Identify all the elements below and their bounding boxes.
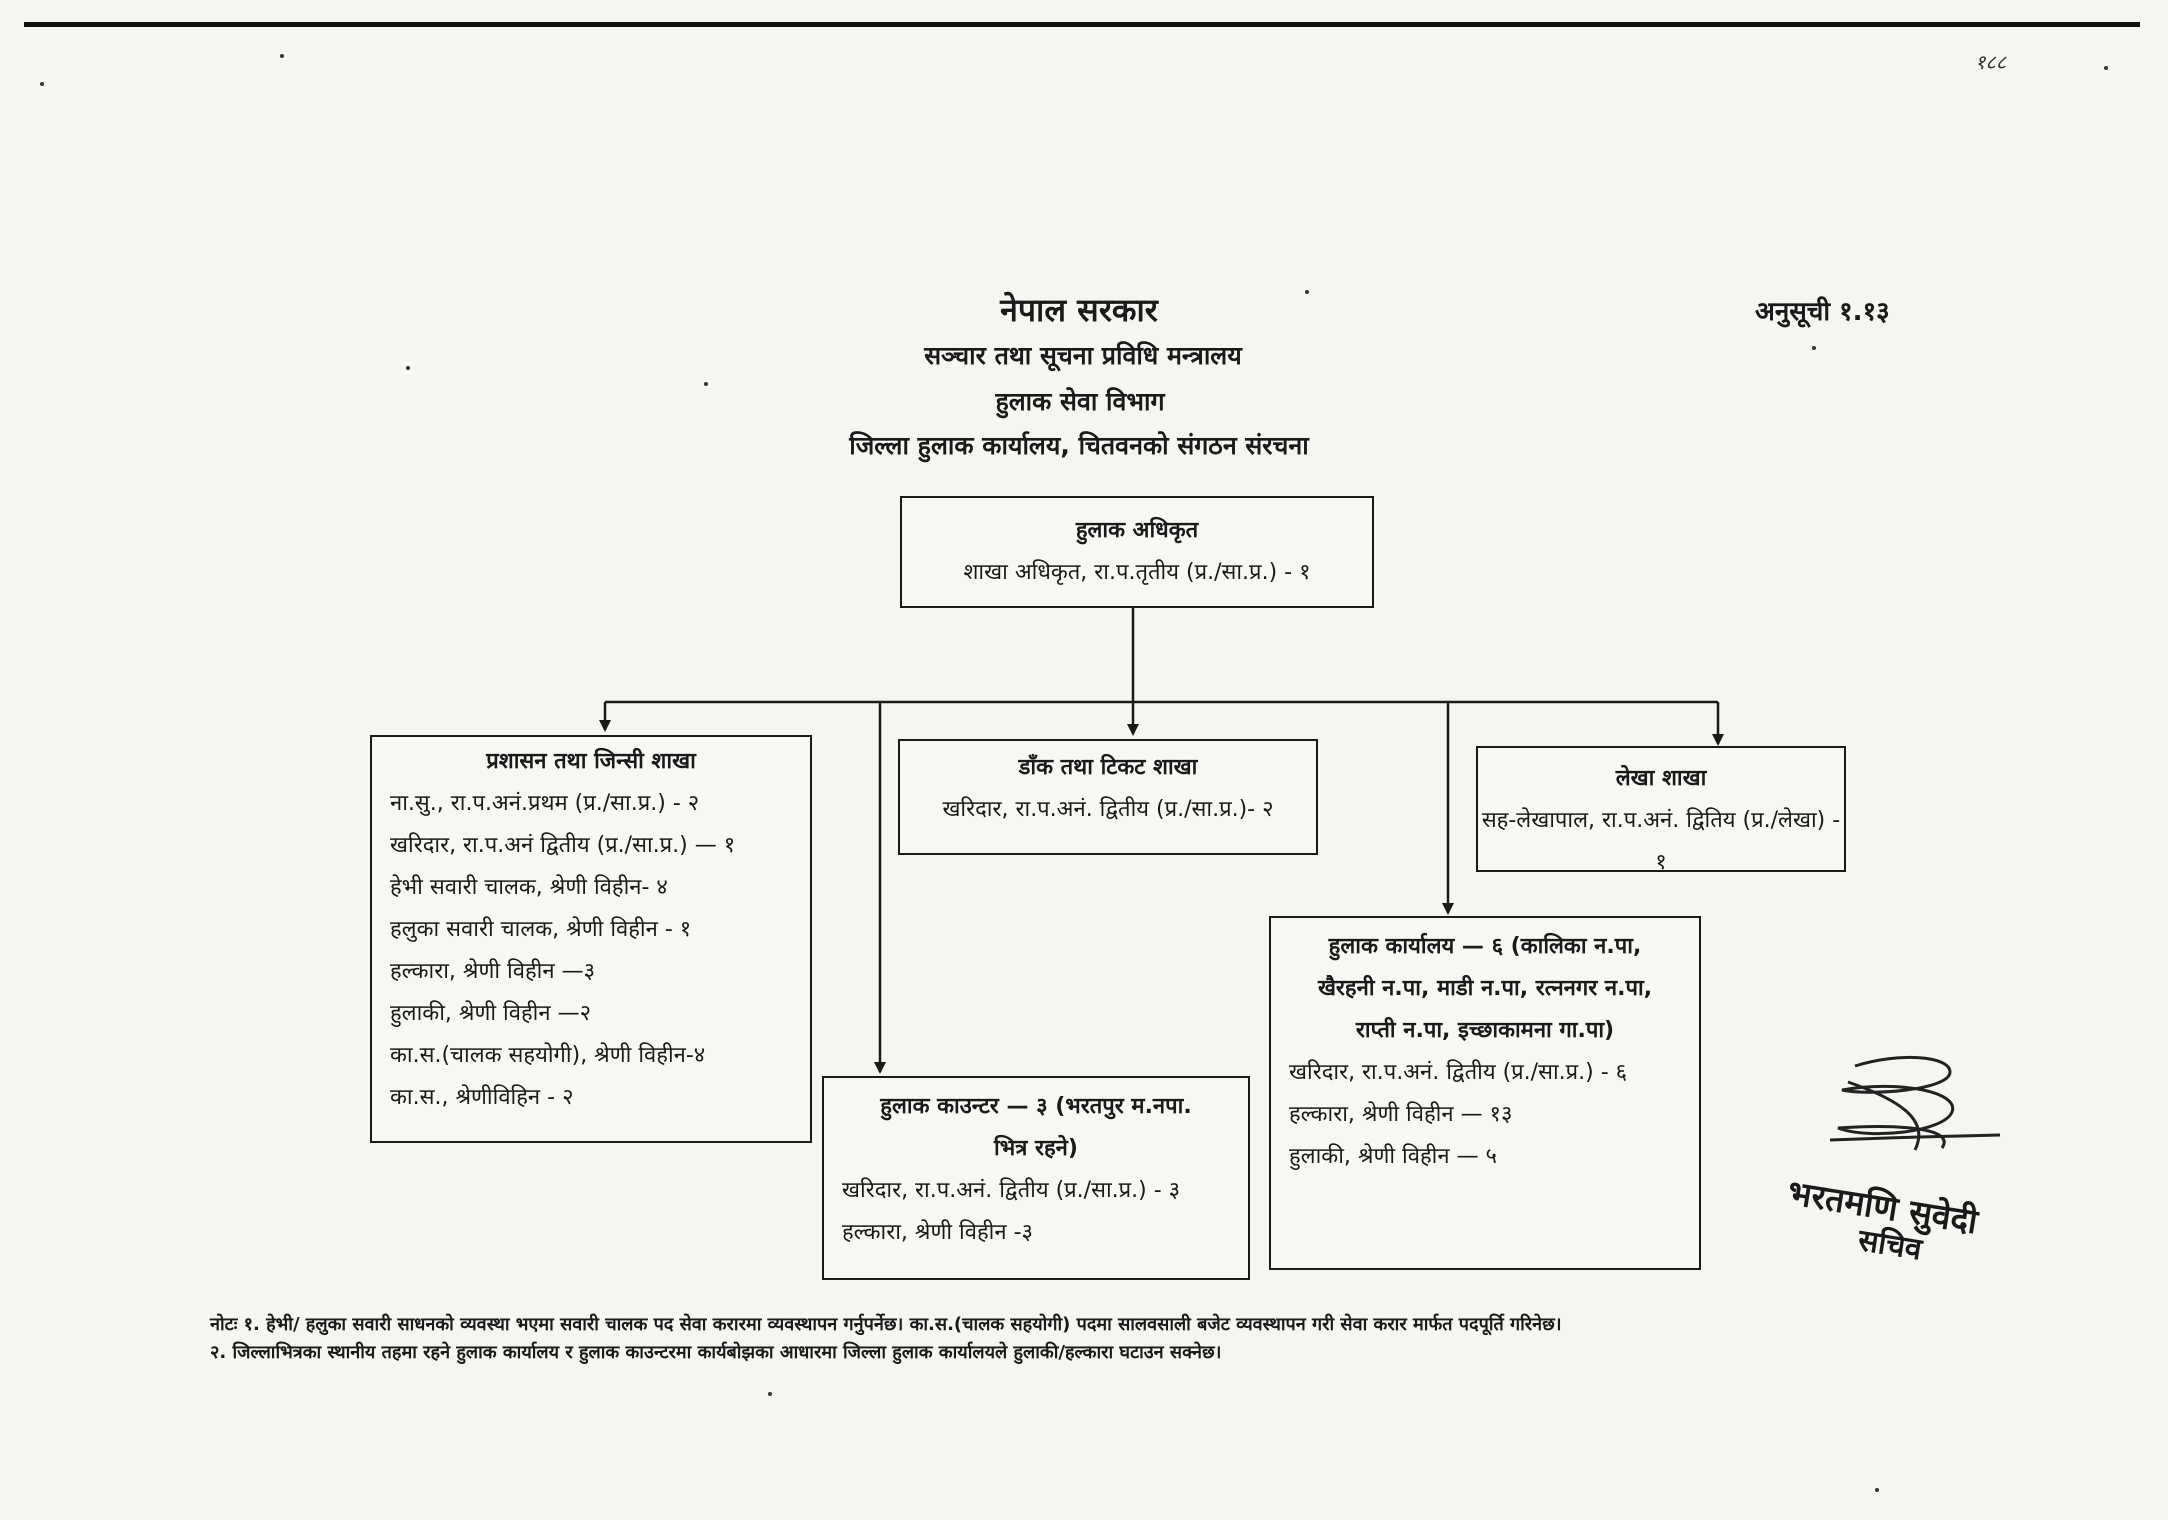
head-box-line: शाखा अधिकृत, रा.प.तृतीय (प्र./सा.प्र.) -… — [963, 560, 1311, 585]
admin-line: हेभी सवारी चालक, श्रेणी विहीन- ४ — [390, 875, 668, 900]
head-box: हुलाक अधिकृत शाखा अधिकृत, रा.प.तृतीय (प्… — [900, 496, 1374, 608]
office-box-title-cont: खैरहनी न.पा, माडी न.पा, रत्ननगर न.पा, — [1317, 976, 1653, 1001]
department-title: हुलाक सेवा विभाग — [995, 387, 1165, 416]
speck — [1812, 346, 1816, 350]
admin-box-title: प्रशासन तथा जिन्सी शाखा — [486, 749, 696, 774]
dak-box-line: खरिदार, रा.प.अनं. द्वितीय (प्र./सा.प्र.)… — [942, 797, 1274, 822]
speck — [1305, 290, 1309, 294]
accounts-box-title: लेखा शाखा — [1615, 766, 1707, 791]
admin-line: हलुका सवारी चालक, श्रेणी विहीन - १ — [390, 917, 692, 942]
admin-box: प्रशासन तथा जिन्सी शाखा ना.सु., रा.प.अनं… — [370, 735, 812, 1143]
government-title: नेपाल सरकार — [1000, 291, 1158, 329]
admin-line: ना.सु., रा.प.अनं.प्रथम (प्र./सा.प्र.) - … — [390, 791, 700, 816]
office-line: हल्कारा, श्रेणी विहीन — १३ — [1289, 1102, 1513, 1127]
accounts-box: लेखा शाखा सह-लेखापाल, रा.प.अनं. द्वितिय … — [1476, 746, 1846, 875]
counter-line: खरिदार, रा.प.अनं. द्वितीय (प्र./सा.प्र.)… — [842, 1178, 1181, 1203]
dak-box: डाँक तथा टिकट शाखा खरिदार, रा.प.अनं. द्व… — [898, 739, 1318, 855]
admin-line: का.स.(चालक सहयोगी), श्रेणी विहीन-४ — [390, 1043, 706, 1068]
counter-box-title-cont: भित्र रहने) — [994, 1136, 1078, 1161]
speck — [40, 82, 44, 86]
top-rule — [24, 22, 2140, 27]
signature-scribble — [1829, 1056, 2001, 1151]
office-line: हुलाकी, श्रेणी विहीन — ५ — [1289, 1144, 1497, 1169]
counter-box: हुलाक काउन्टर — ३ (भरतपुर म.नपा. भित्र र… — [822, 1076, 1250, 1280]
office-line: खरिदार, रा.प.अनं. द्वितीय (प्र./सा.प्र.)… — [1289, 1060, 1628, 1085]
admin-line: हुलाकी, श्रेणी विहीन —२ — [390, 1001, 592, 1026]
note-2: २. जिल्लाभित्रका स्थानीय तहमा रहने हुलाक… — [210, 1342, 1222, 1363]
counter-line: हल्कारा, श्रेणी विहीन -३ — [842, 1220, 1033, 1245]
speck — [2104, 66, 2108, 70]
note-1: नोटः १. हेभी/ हलुका सवारी साधनको व्यवस्थ… — [210, 1314, 1562, 1335]
admin-line: खरिदार, रा.प.अनं द्वितीय (प्र./सा.प्र.) … — [390, 833, 736, 858]
speck — [406, 366, 410, 370]
speck — [704, 382, 708, 386]
chart-title: जिल्ला हुलाक कार्यालय, चितवनको संगठन संर… — [849, 431, 1309, 460]
office-box-title: हुलाक कार्यालय — ६ (कालिका न.पा, — [1328, 934, 1642, 959]
ministry-title: सञ्चार तथा सूचना प्रविधि मन्त्रालय — [924, 341, 1242, 370]
speck — [768, 1392, 772, 1396]
speck — [1875, 1488, 1879, 1492]
page-number: १८८ — [1975, 50, 2007, 74]
admin-line: का.स., श्रेणीविहिन - २ — [390, 1085, 574, 1110]
schedule-label: अनुसूची १.१३ — [1755, 297, 1890, 327]
dak-box-title: डाँक तथा टिकट शाखा — [1018, 755, 1198, 780]
office-box: हुलाक कार्यालय — ६ (कालिका न.पा, खैरहनी … — [1269, 916, 1701, 1270]
head-box-title: हुलाक अधिकृत — [1075, 518, 1199, 543]
accounts-box-line: सह-लेखापाल, रा.प.अनं. द्वितिय (प्र./लेखा… — [1481, 808, 1841, 875]
admin-line: हल्कारा, श्रेणी विहीन —३ — [390, 959, 596, 984]
counter-box-title: हुलाक काउन्टर — ३ (भरतपुर म.नपा. — [880, 1094, 1192, 1119]
office-box-title-cont: राप्ती न.पा, इच्छाकामना गा.पा) — [1355, 1018, 1615, 1043]
speck — [280, 54, 284, 58]
